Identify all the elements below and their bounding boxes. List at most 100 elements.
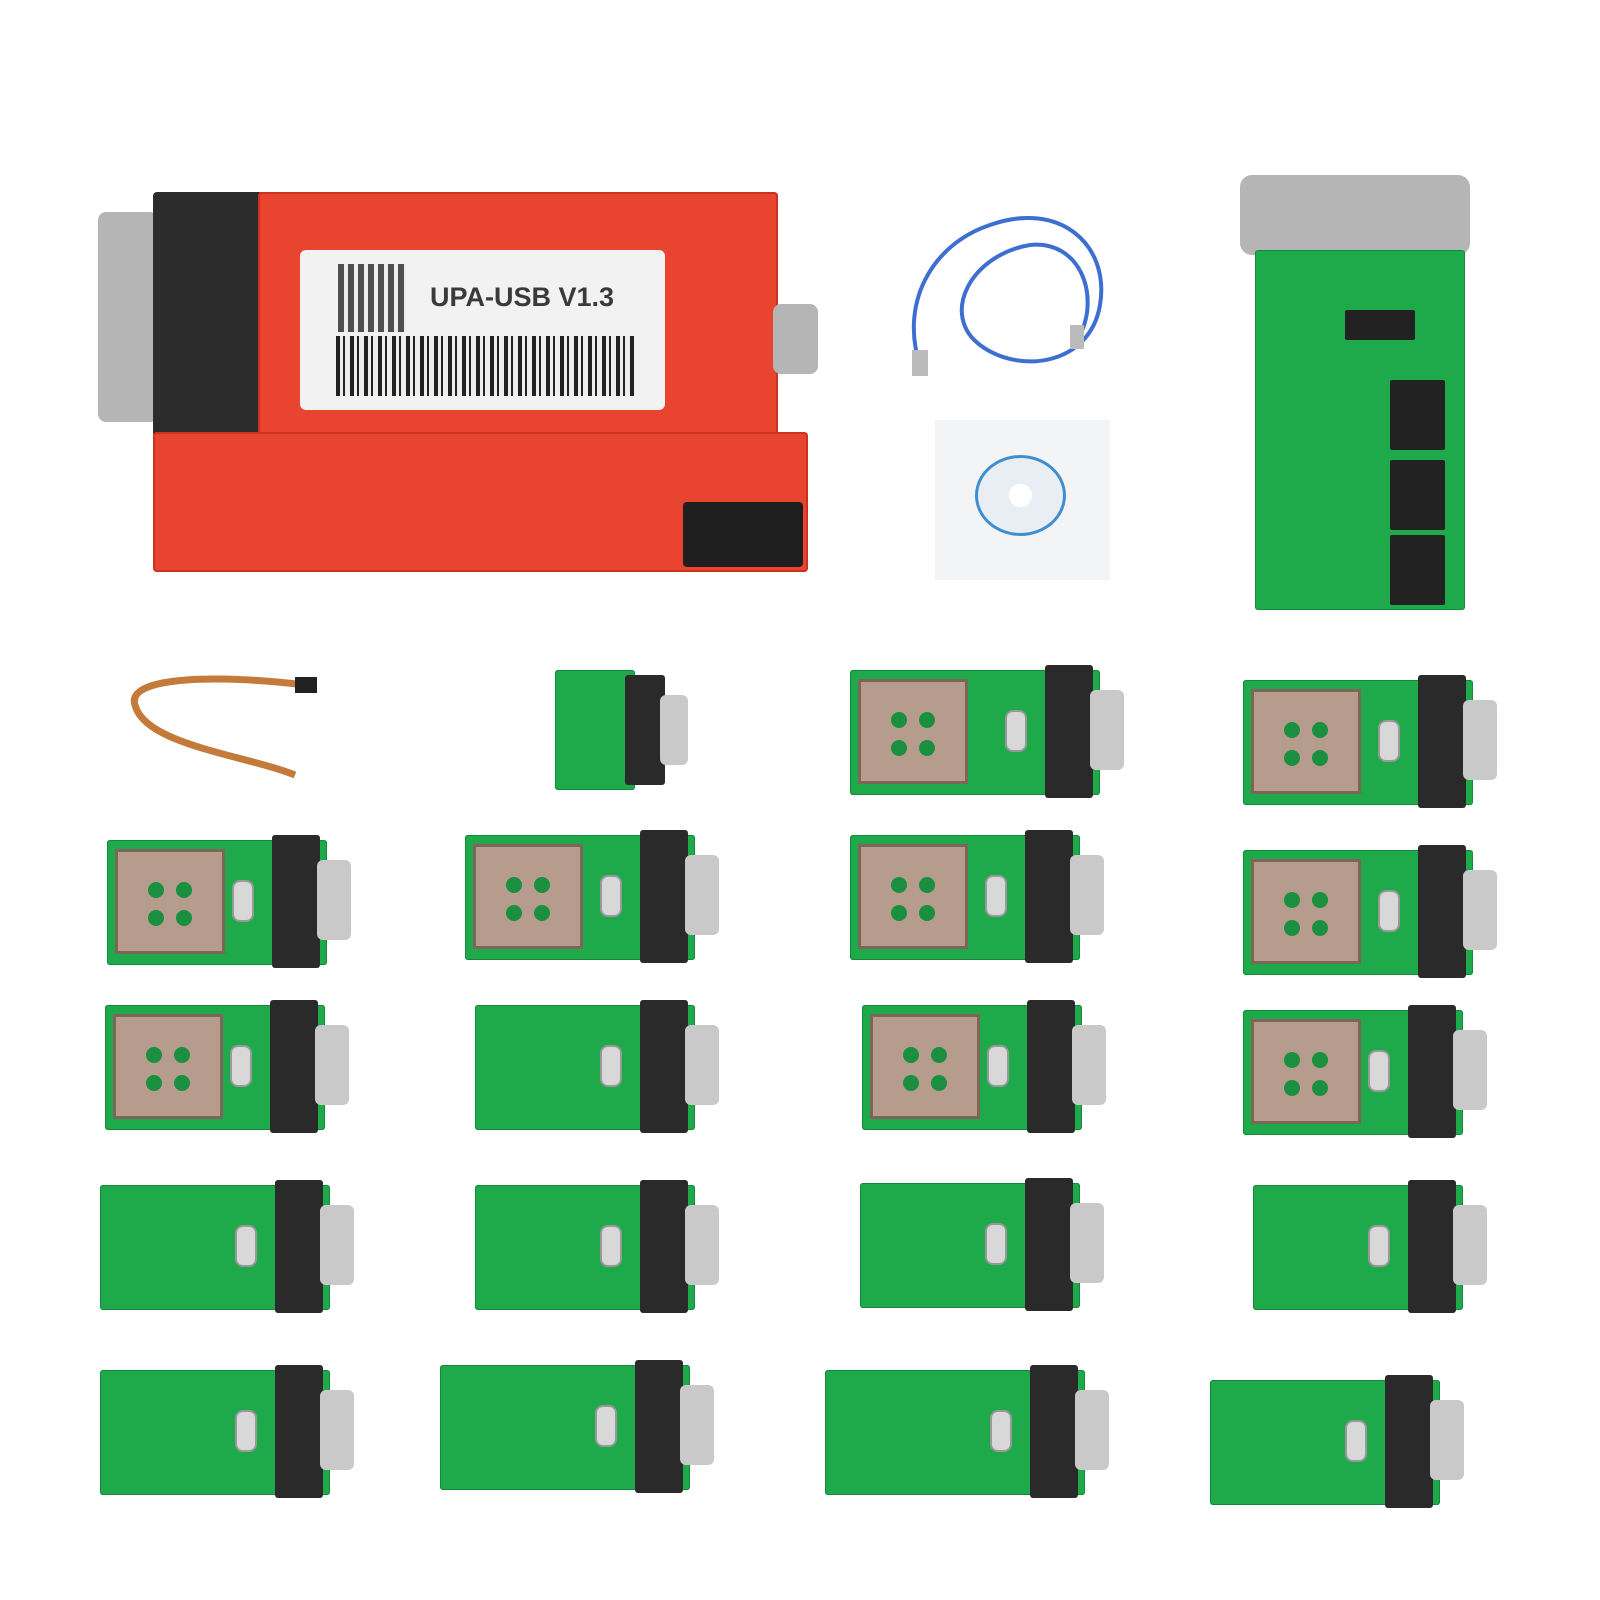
eeprom-adapter-board [1240, 175, 1470, 615]
adapter-small [555, 670, 635, 790]
db9-connector-shell [317, 860, 351, 940]
db9-connector-shell [320, 1390, 354, 1470]
crystal [600, 1225, 622, 1267]
software-cd-sleeve [935, 420, 1110, 580]
product-label: UPA-USB V1.3 [300, 250, 665, 410]
db9-connector-shell [1075, 1390, 1109, 1470]
crystal [230, 1045, 252, 1087]
db25-connector-body [153, 192, 263, 437]
crystal [987, 1045, 1009, 1087]
adapter-board [1243, 1005, 1513, 1140]
crystal [1005, 710, 1027, 752]
db9-connector [272, 835, 320, 968]
plcc-socket [115, 849, 225, 954]
adapter-board [105, 1000, 375, 1135]
plcc-socket [113, 1014, 223, 1119]
plcc-socket [870, 1014, 980, 1119]
db9-connector [1045, 665, 1093, 798]
db9-connector [640, 1000, 688, 1133]
pin-header [1345, 310, 1415, 340]
db9-connector-shell [685, 1205, 719, 1285]
crystal [1368, 1050, 1390, 1092]
crystal [985, 875, 1007, 917]
db9-connector [1240, 175, 1470, 255]
dip8-socket-1 [1390, 380, 1445, 450]
db9-connector-shell [1072, 1025, 1106, 1105]
db9-connector-shell [1070, 1203, 1104, 1283]
crystal [600, 1045, 622, 1087]
db9-connector-shell [1430, 1400, 1464, 1480]
crystal [235, 1225, 257, 1267]
adapter-board [1253, 1180, 1513, 1315]
adapter-board [850, 830, 1130, 965]
db9-connector-shell [1453, 1030, 1487, 1110]
db9-connector [625, 675, 665, 785]
plcc-socket [1251, 859, 1361, 964]
adapter-board [1243, 675, 1523, 810]
product-name: UPA-USB V1.3 [430, 282, 615, 312]
crystal [1378, 720, 1400, 762]
dip8-socket-2 [1390, 460, 1445, 530]
db9-connector [1027, 1000, 1075, 1133]
db9-connector [1418, 845, 1466, 978]
adapter-board [100, 1180, 380, 1315]
db9-connector [1025, 1178, 1073, 1311]
crystal [1345, 1420, 1367, 1462]
adapter-board [465, 830, 745, 965]
usb-port [773, 304, 818, 374]
crystal [600, 875, 622, 917]
crystal [1378, 890, 1400, 932]
programmer-top-board: UPA-USB V1.3 [258, 192, 778, 462]
db9-connector-shell [660, 695, 688, 765]
upa-usb-programmer: UPA-USB V1.3 [98, 192, 818, 582]
db9-connector-shell [685, 855, 719, 935]
db9-connector-shell [685, 1025, 719, 1105]
plcc-socket [858, 844, 968, 949]
db9-connector-shell [1070, 855, 1104, 935]
crystal [985, 1223, 1007, 1265]
crystal [595, 1405, 617, 1447]
adapter-board [1210, 1375, 1490, 1510]
adapter-board [862, 1000, 1132, 1135]
db9-connector [1408, 1005, 1456, 1138]
db9-connector [275, 1365, 323, 1498]
db9-connector-shell [320, 1205, 354, 1285]
usb-cable [900, 185, 1120, 385]
db9-connector [1025, 830, 1073, 963]
software-cd [975, 455, 1066, 536]
db9-connector [640, 830, 688, 963]
db9-connector-shell [1090, 690, 1124, 770]
db9-connector [1385, 1375, 1433, 1508]
db9-connector [640, 1180, 688, 1313]
db9-connector-shell [1463, 700, 1497, 780]
plcc-socket [1251, 689, 1361, 794]
adapter-board [825, 1365, 1135, 1500]
db9-connector-shell [1463, 870, 1497, 950]
adapter-board [107, 835, 377, 970]
db9-connector [275, 1180, 323, 1313]
ribbon-cable [125, 665, 345, 795]
db9-connector [1418, 675, 1466, 808]
qr-code [338, 264, 406, 332]
db9-connector [1030, 1365, 1078, 1498]
barcode [336, 336, 635, 396]
crystal [990, 1410, 1012, 1452]
crystal [235, 1410, 257, 1452]
db25-connector [98, 212, 158, 422]
crystal [1368, 1225, 1390, 1267]
adapter-board [475, 1180, 745, 1315]
plcc-socket [858, 679, 968, 784]
db9-connector [270, 1000, 318, 1133]
db9-connector [1408, 1180, 1456, 1313]
plcc-socket [473, 844, 583, 949]
adapter-board [440, 1360, 740, 1495]
adapter-board [1243, 845, 1523, 980]
eeprom-board-pcb [1255, 250, 1465, 610]
adapter-board [100, 1365, 380, 1500]
db9-connector-shell [680, 1385, 714, 1465]
power-jack [683, 502, 803, 567]
adapter-board [860, 1178, 1130, 1313]
plcc-socket [1251, 1019, 1361, 1124]
crystal [232, 880, 254, 922]
db9-connector-shell [315, 1025, 349, 1105]
